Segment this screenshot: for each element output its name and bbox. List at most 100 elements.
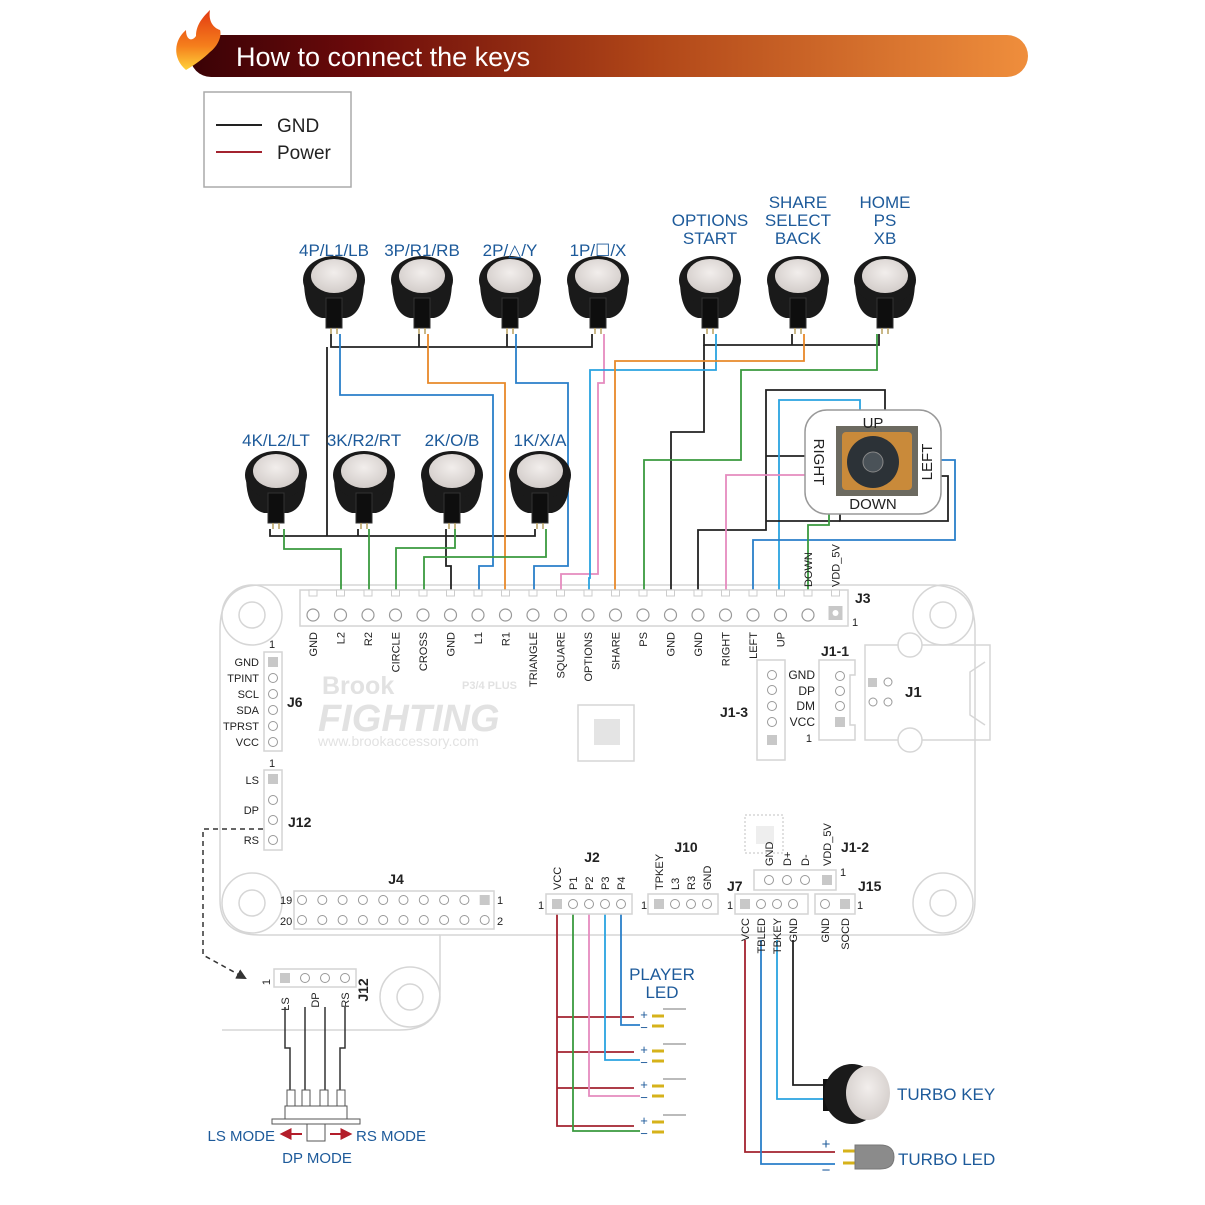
j4-pin	[418, 895, 429, 905]
j3-pin-label: GND	[308, 632, 320, 657]
j10-pin1: 1	[641, 900, 647, 912]
mode-switch[interactable]	[271, 1089, 361, 1142]
mount-hole	[912, 872, 974, 934]
usb-mount	[897, 727, 923, 753]
j7-pin-square	[740, 899, 750, 909]
joystick[interactable]: UP DOWN LEFT RIGHT	[804, 409, 942, 515]
button-switch	[443, 492, 461, 524]
button-1-punch[interactable]: 4P/L1/LB	[299, 241, 369, 334]
button-4-punch[interactable]: 1P/☐/X	[567, 241, 629, 334]
button-cap	[311, 259, 357, 293]
joystick-right-label: RIGHT	[810, 439, 827, 486]
j3-pin	[773, 608, 788, 622]
j3-pin-label: R2	[363, 632, 375, 646]
j6-pin	[268, 673, 278, 683]
j1_2-pin-label: D+	[782, 852, 794, 866]
button-label: 1P/☐/X	[570, 241, 627, 260]
button-2-punch[interactable]: 3P/R1/RB	[384, 241, 460, 334]
j2-pin-label: VCC	[552, 867, 564, 890]
player-led-1: +−	[640, 1007, 686, 1035]
button-4-kick[interactable]: 1K/X/A	[509, 431, 571, 529]
player-led-2: +−	[640, 1042, 686, 1070]
j12-external: 1 J12 LS DP RS LS MODE RS MODE DP MODE	[207, 968, 426, 1167]
j6-pin-label: VCC	[236, 737, 259, 749]
j4-label-2: 2	[497, 916, 503, 928]
button-1-kick[interactable]: 4K/L2/LT	[242, 431, 310, 529]
j1-pin	[883, 677, 893, 687]
button-switch	[267, 492, 285, 524]
pcb-outline	[222, 584, 976, 1031]
j3-pin	[608, 608, 623, 622]
j12-pin1: 1	[269, 758, 275, 770]
button-cap	[429, 454, 475, 488]
j3-pin	[801, 608, 815, 622]
j1-1-name: J1-1	[821, 643, 849, 659]
j6-pin-label: TPINT	[227, 673, 259, 685]
j3-pin-tab	[776, 589, 785, 597]
switch-body	[284, 1105, 348, 1120]
j7-pin	[772, 899, 782, 909]
j3-pin-tab	[473, 589, 483, 597]
j7-pin-label: TBKEY	[772, 917, 784, 954]
j4-pin	[357, 895, 368, 905]
j12-ext-rs: RS	[340, 992, 352, 1007]
j1_2-pin	[764, 875, 774, 885]
j4-pin	[297, 895, 307, 905]
j2-name: J2	[584, 849, 600, 865]
button-3-punch[interactable]: 2P/△/Y	[479, 241, 541, 334]
j12-rs-label: RS	[244, 835, 259, 847]
turbo-key[interactable]: TURBO KEY	[823, 1064, 995, 1124]
j3-name: J3	[855, 590, 871, 606]
j6-pin1: 1	[269, 639, 275, 651]
j1-3-pin	[767, 717, 777, 727]
j3-pin-tab	[391, 589, 400, 597]
mount-hole	[221, 872, 283, 934]
j12-dp-label: DP	[244, 805, 259, 817]
j3-pin-label: SHARE	[611, 632, 623, 670]
watermark-product: FIGHTING	[318, 698, 500, 740]
wire-turbo-key	[776, 940, 823, 1100]
j3-pin-tab	[748, 589, 758, 597]
button-2-kick[interactable]: 3K/R2/RT	[327, 431, 401, 529]
button-cap	[399, 259, 445, 293]
j3-pin-label: DOWN	[803, 552, 815, 587]
j3-pin-tab	[556, 589, 565, 597]
j1_2-pin-label: VDD_5V	[822, 823, 834, 866]
button-switch	[325, 297, 343, 329]
wire-p1	[572, 908, 640, 1132]
button-label: 1K/X/A	[514, 431, 568, 450]
j1_2-pin-square	[822, 875, 832, 885]
button-label: 3K/R2/RT	[327, 431, 401, 450]
switch-slider[interactable]	[306, 1123, 326, 1142]
button-switch	[589, 297, 607, 329]
button-switch	[876, 297, 894, 329]
button-3-kick[interactable]: 2K/O/B	[421, 431, 483, 529]
j4-pin	[378, 915, 389, 925]
button-label: SHARE	[769, 193, 828, 212]
j3-pin	[691, 608, 705, 622]
j1-1-vcc-label: VCC	[790, 715, 816, 729]
gnd-bus-kick	[269, 529, 536, 537]
button-label: 2K/O/B	[425, 431, 480, 450]
joystick-down-label: DOWN	[849, 496, 897, 513]
j3-pin-tab	[336, 589, 345, 597]
j1_2-pin-label: GND	[764, 842, 776, 867]
usb-connector-outline	[864, 644, 991, 741]
j4-pin	[317, 915, 328, 925]
j3-pin-tab	[583, 589, 593, 597]
button-cap	[517, 454, 563, 488]
wire-p3	[604, 908, 640, 1061]
wire-r1	[427, 334, 506, 609]
j1-1-gnd-label: GND	[788, 668, 815, 682]
wire-cross	[423, 529, 547, 609]
player-led-4: +−	[640, 1113, 686, 1141]
j4-pin	[459, 915, 470, 925]
j1-3-pin	[767, 685, 777, 695]
j12-ls-label: LS	[246, 775, 259, 787]
j7-pin1: 1	[727, 900, 733, 912]
button-cap	[341, 454, 387, 488]
